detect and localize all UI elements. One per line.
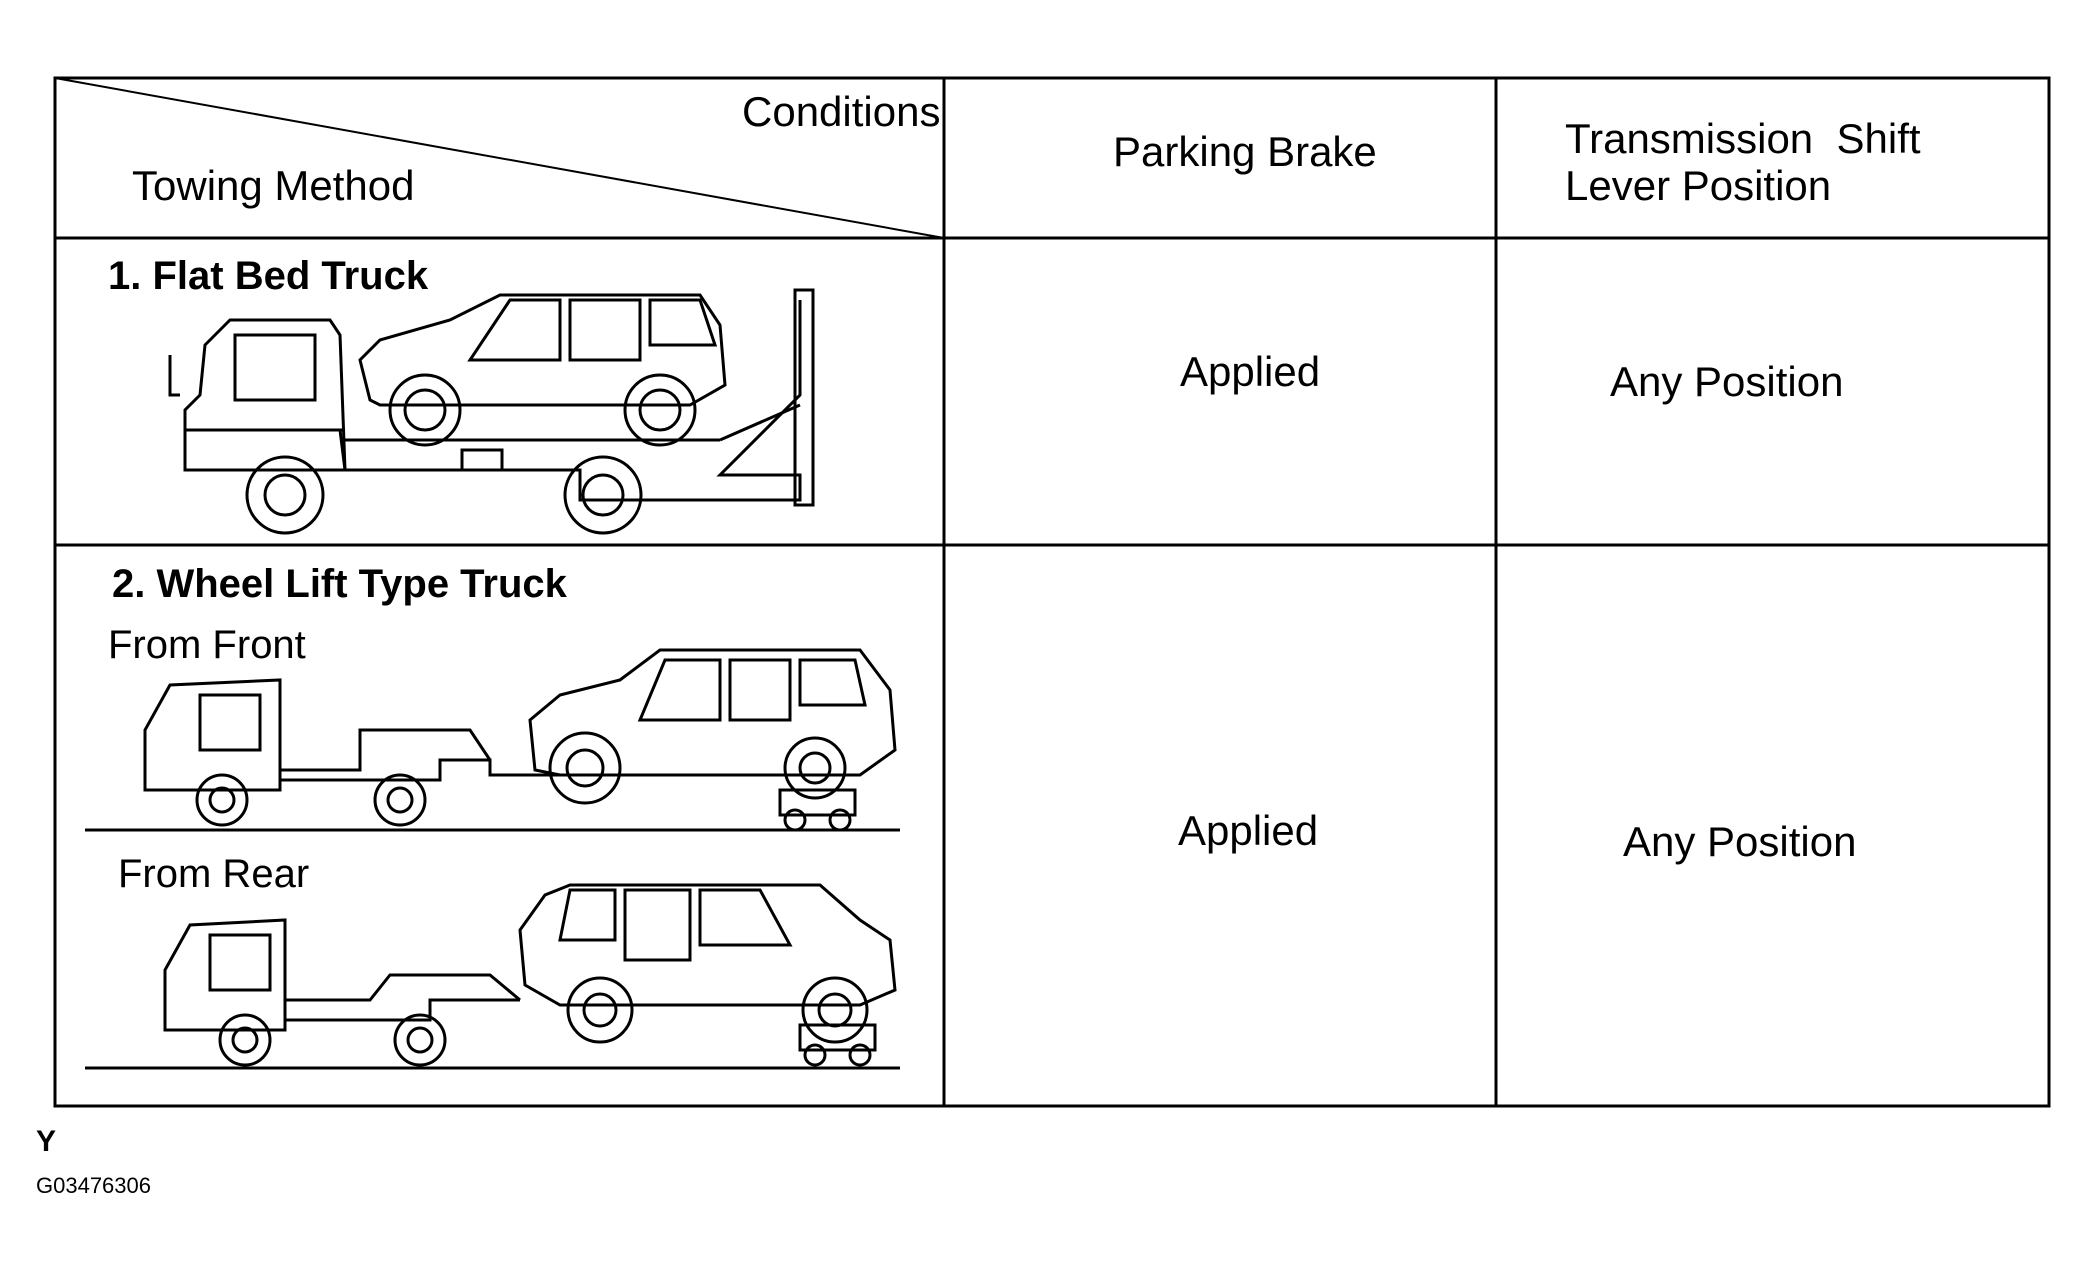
- header-parking-brake: Parking Brake: [1113, 128, 1377, 175]
- header-diagonal: [54, 77, 945, 239]
- row2-title: 2. Wheel Lift Type Truck: [112, 562, 567, 606]
- footer-code-letter: Y: [36, 1125, 57, 1158]
- header-towing-method: Towing Method: [132, 162, 415, 209]
- row1-shift-position: Any Position: [1610, 358, 1844, 405]
- row2-parking-brake: Applied: [1178, 807, 1319, 854]
- wheel-lift-front-illustration: [85, 648, 900, 832]
- footer-figure-id: G03476306: [36, 1173, 151, 1198]
- row2-sub-rear: From Rear: [118, 852, 310, 896]
- wheel-lift-rear-illustration: [85, 883, 900, 1070]
- header-transmission-line2: Lever Position: [1565, 162, 1832, 209]
- header-conditions: Conditions: [742, 88, 941, 135]
- row2-shift-position: Any Position: [1623, 818, 1857, 865]
- header-transmission-line1: Transmission Shift: [1565, 115, 1921, 162]
- flat-bed-truck-illustration: [168, 288, 815, 535]
- row2-sub-front: From Front: [108, 623, 306, 667]
- table-border: [53, 76, 2051, 1108]
- row1-parking-brake: Applied: [1180, 348, 1321, 395]
- row1-title: 1. Flat Bed Truck: [108, 254, 429, 298]
